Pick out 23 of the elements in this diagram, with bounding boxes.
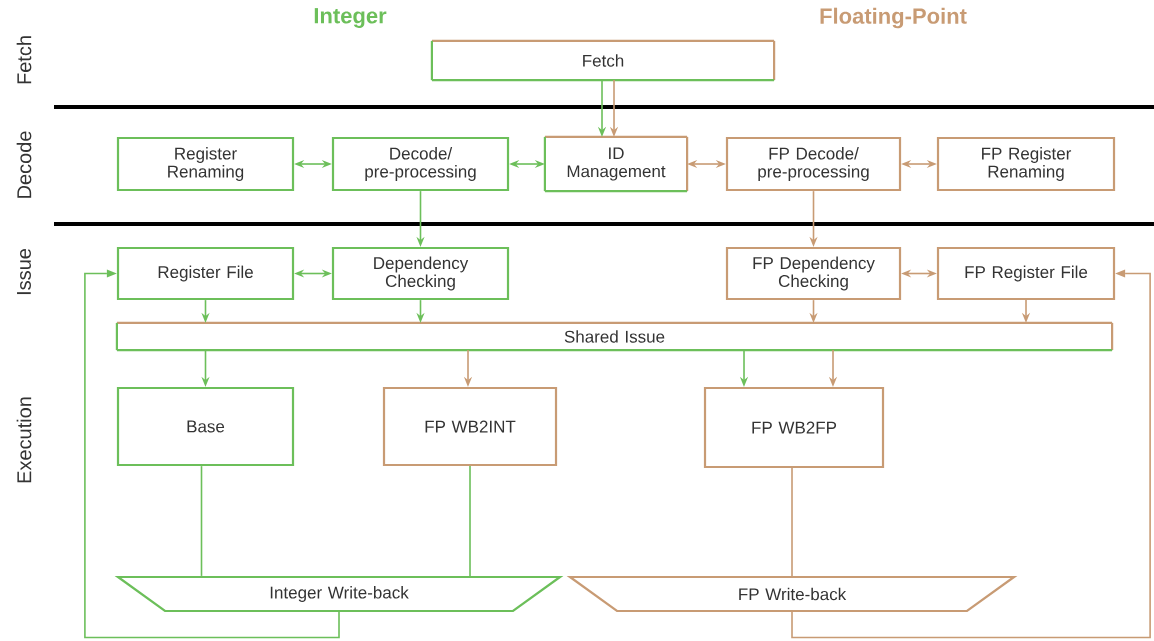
connector-line [200,465,203,577]
stage-label: Decode [16,131,32,198]
pipeline-box: Fetch [430,39,776,82]
connector-line [469,465,471,577]
column-title: Floating-Point [820,7,967,29]
stage-label: Issue [17,249,31,295]
pipeline-box: Dependency Checking [331,246,510,301]
pipeline-box: Decode/ pre-processing [331,136,510,192]
pipeline-box: FP Decode/ pre-processing [725,136,902,192]
pipeline-box: FP WB2FP [703,386,885,469]
pipeline-box: FP WB2INT [382,386,558,467]
pipeline-box: FP Register Renaming [936,136,1116,192]
pipeline-box: FP Register File [936,246,1116,301]
pipeline-box: ID Management [543,135,689,193]
column-title: Integer [314,8,387,28]
stage-label: Execution [16,397,32,483]
pipeline-box: FP Dependency Checking [725,246,902,301]
pipeline-box: Register File [116,246,295,301]
pipeline-box: Base [116,386,295,467]
pipeline-box: Register Renaming [116,136,295,192]
issue-bar: Shared Issue [115,321,1114,352]
connector-line [791,467,793,577]
stage-label: Fetch [16,36,32,84]
